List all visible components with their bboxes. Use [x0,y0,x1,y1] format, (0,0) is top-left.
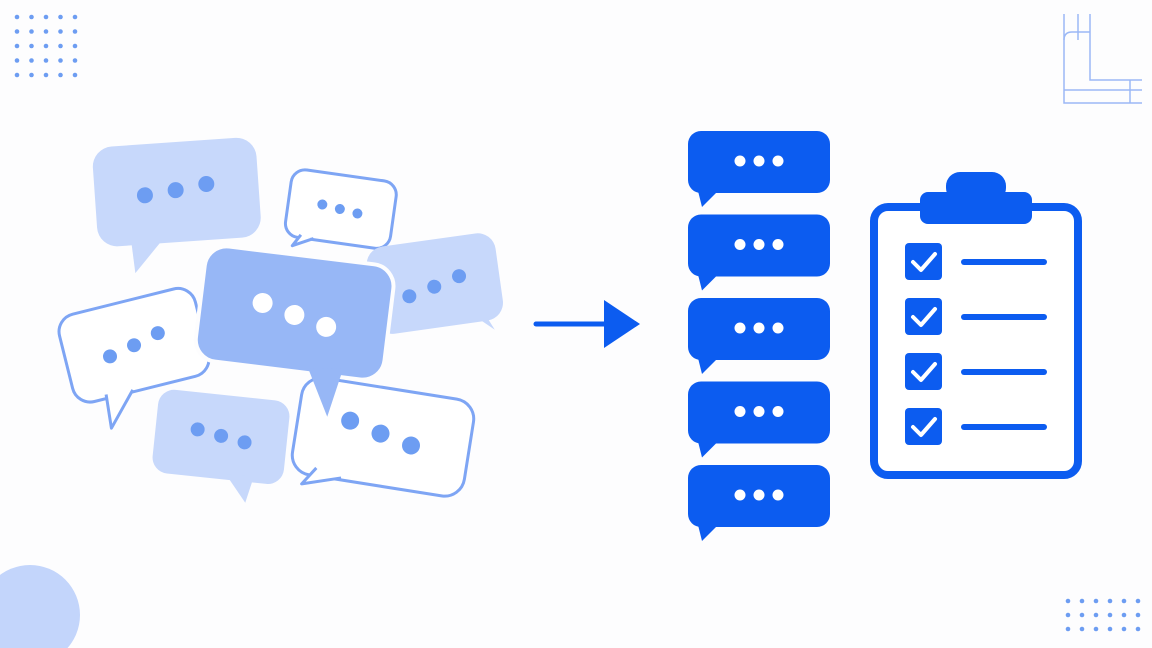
arrow-right-icon [533,300,640,348]
decorative-dot [72,14,78,20]
chat-bubble-icon [688,214,830,291]
chat-bubble-icon [366,233,503,334]
scattered-chat-bubbles [57,137,503,503]
decorative-dot [1121,612,1127,618]
checkbox-checked [905,298,942,335]
decorative-dot [1079,612,1085,618]
clipboard-checklist-icon [870,172,1082,479]
decorative-dot [14,29,20,34]
check-icon [911,307,937,327]
decorative-dot [43,29,49,34]
check-icon [911,252,937,272]
chat-bubble-icon [688,298,830,374]
checklist-items [905,243,1047,445]
decorative-dot [43,14,49,20]
decorative-dot [29,58,34,63]
decorative-dot [14,43,20,49]
decorative-dot [72,29,78,34]
checkbox-checked [905,243,942,280]
decorative-dot [58,43,63,49]
chat-bubble-icon [152,389,290,503]
decorative-dot [1135,612,1141,618]
decorative-dot [14,72,20,78]
decorative-dot [72,72,78,78]
decorative-dot [29,43,34,49]
decorative-dot [43,43,49,49]
stacked-chat-bubbles [688,131,830,541]
corner-frame-icon [1063,14,1142,104]
decorative-dot [1093,612,1099,618]
decorative-dot [29,72,34,78]
checklist-item [905,353,1047,390]
decorative-circle [0,565,80,648]
chat-bubble-icon [688,465,830,541]
checkbox-checked [905,353,942,390]
decorative-dot [1121,598,1127,604]
checklist-item [905,408,1047,445]
decorative-dot [29,14,34,20]
decorative-dot [72,58,78,63]
decorative-dot [1079,598,1085,604]
decorative-dot [1135,598,1141,604]
chat-bubble-icon [688,381,830,458]
checkbox-checked [905,408,942,445]
decorative-dot [1107,598,1113,604]
decorative-dot [1093,626,1099,632]
chat-bubble-icon [57,286,211,430]
decorative-dot [58,29,63,34]
chat-bubble-icon [193,244,396,417]
chat-bubble-icon [283,168,398,250]
decorative-dot [1135,626,1141,632]
checklist-item [905,298,1047,335]
chat-bubble-icon [92,137,261,274]
decorative-dot [29,29,34,34]
decorative-dot [58,58,63,63]
decorative-dot [58,14,63,20]
decorative-dot [1107,612,1113,618]
dot-grid-bottom-right [1065,598,1141,632]
decorative-dot [1065,612,1071,618]
checklist-item [905,243,1047,280]
decorative-dot [72,43,78,49]
decorative-dot [14,58,20,63]
check-icon [911,417,937,437]
dot-grid-top-left [14,14,78,78]
decorative-dot [1107,626,1113,632]
chat-bubble-icon [290,376,476,498]
decorative-dot [14,14,20,20]
decorative-dot [43,72,49,78]
decorative-dot [1065,626,1071,632]
decorative-dot [43,58,49,63]
check-icon [911,362,937,382]
decorative-dot [1121,626,1127,632]
chat-bubble-icon [688,131,830,207]
decorative-dot [1079,626,1085,632]
decorative-dot [1065,598,1071,604]
decorative-dot [1093,598,1099,604]
decorative-dot [58,72,63,78]
